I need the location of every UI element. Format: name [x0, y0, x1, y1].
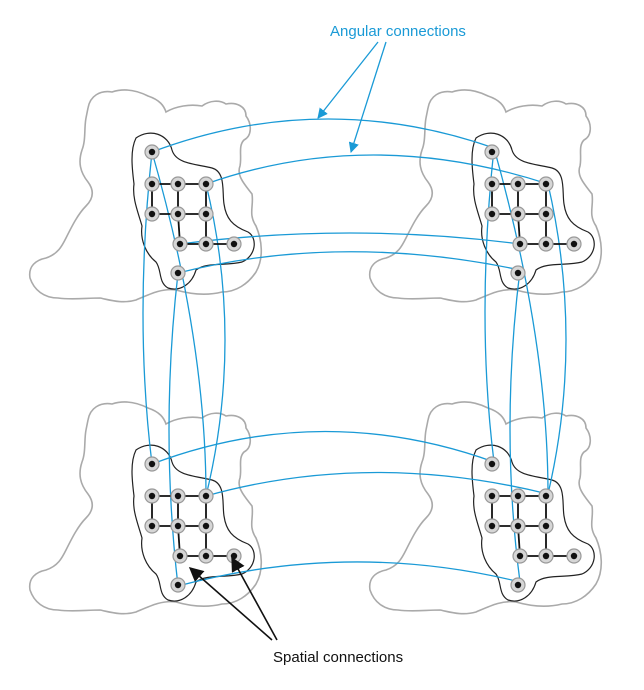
node-top-left-8: [198, 236, 214, 252]
node-top-left-6: [198, 206, 214, 222]
node-bottom-left-6: [198, 518, 214, 534]
node-bottom-left-7: [172, 548, 188, 564]
angular-curve-2: [179, 232, 521, 245]
silhouette-bottom-left: [28, 401, 263, 615]
node-bottom-right-4: [484, 518, 500, 534]
node-bottom-right-1: [484, 488, 500, 504]
node-top-left-2: [170, 176, 186, 192]
node-top-left-4: [144, 206, 160, 222]
angular-curve-6: [177, 561, 521, 587]
node-top-right-2: [510, 176, 526, 192]
angular-curve-10: [151, 151, 207, 497]
node-bottom-right-7: [512, 548, 528, 564]
node-bottom-left-8: [198, 548, 214, 564]
angular-curve-8: [168, 272, 179, 587]
node-top-right-4: [484, 206, 500, 222]
node-top-left-9: [226, 236, 242, 252]
node-bottom-right-0: [484, 456, 500, 472]
angular-connection-curves: [142, 118, 567, 587]
node-bottom-left-3: [198, 488, 214, 504]
silhouette-top-left: [28, 89, 263, 303]
angular-curve-9: [205, 183, 226, 497]
angular-curve-12: [509, 269, 521, 583]
node-top-right-5: [510, 206, 526, 222]
node-bottom-left-4: [144, 518, 160, 534]
silhouette-top-right: [368, 89, 603, 303]
node-bottom-right-8: [538, 548, 554, 564]
node-top-right-7: [512, 236, 528, 252]
angular-arrow-2: [348, 41, 387, 153]
node-top-right-8: [538, 236, 554, 252]
angular-curve-0: [151, 118, 495, 153]
node-bottom-left-1: [144, 488, 160, 504]
angular-curve-11: [484, 147, 495, 463]
angular-curve-5: [205, 471, 549, 497]
node-top-right-10: [510, 265, 526, 281]
node-top-left-10: [170, 265, 186, 281]
node-top-right-1: [484, 176, 500, 192]
node-top-right-9: [566, 236, 582, 252]
node-bottom-right-9: [566, 548, 582, 564]
node-top-left-3: [198, 176, 214, 192]
node-top-right-6: [538, 206, 554, 222]
node-bottom-right-5: [510, 518, 526, 534]
node-bottom-right-6: [538, 518, 554, 534]
angular-curve-14: [493, 147, 549, 495]
angular-curve-7: [142, 151, 153, 465]
graph-nodes: [144, 144, 582, 593]
node-bottom-right-3: [538, 488, 554, 504]
angular-curve-4: [151, 430, 495, 465]
doll-silhouettes: [28, 89, 603, 615]
node-bottom-left-5: [170, 518, 186, 534]
node-bottom-left-0: [144, 456, 160, 472]
node-top-left-5: [170, 206, 186, 222]
node-top-left-0: [144, 144, 160, 160]
silhouette-bottom-right: [368, 401, 603, 615]
spatial-arrow-1: [188, 567, 273, 641]
node-top-right-3: [538, 176, 554, 192]
node-top-right-0: [484, 144, 500, 160]
angular-arrow-1: [317, 41, 379, 119]
node-bottom-left-2: [170, 488, 186, 504]
annotation-arrows: [188, 41, 387, 641]
node-bottom-right-10: [510, 577, 526, 593]
node-bottom-right-2: [510, 488, 526, 504]
node-bottom-left-10: [170, 577, 186, 593]
region-outline-top-right: [471, 132, 595, 290]
angular-curve-1: [205, 154, 549, 185]
spatial-connections-label: Spatial connections: [273, 649, 403, 666]
spatial-arrow-2: [231, 556, 278, 641]
node-top-left-1: [144, 176, 160, 192]
node-top-left-7: [172, 236, 188, 252]
angular-curve-13: [547, 183, 567, 495]
angular-connections-label: Angular connections: [330, 23, 466, 40]
